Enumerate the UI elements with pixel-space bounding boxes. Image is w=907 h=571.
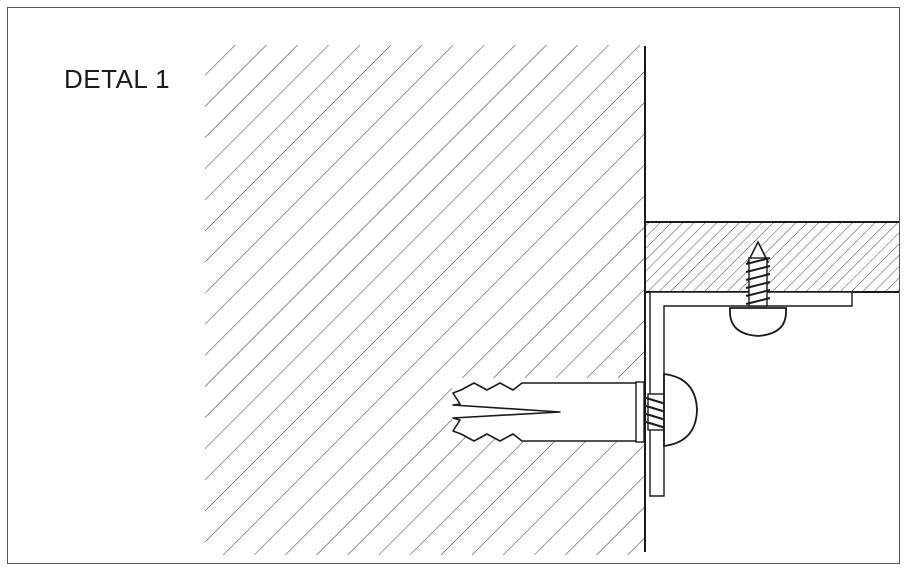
wall-plug [452,381,645,443]
detail-title: DETAL 1 [64,64,171,94]
angle-bracket [649,291,853,497]
shelf-screw [729,240,787,337]
wall-hatching [205,45,645,555]
shelf-screw-head [729,307,787,337]
shelf-board [645,221,899,293]
drawing-border [7,7,900,564]
wall-screw [645,372,698,448]
wall-screw-head [663,372,698,448]
